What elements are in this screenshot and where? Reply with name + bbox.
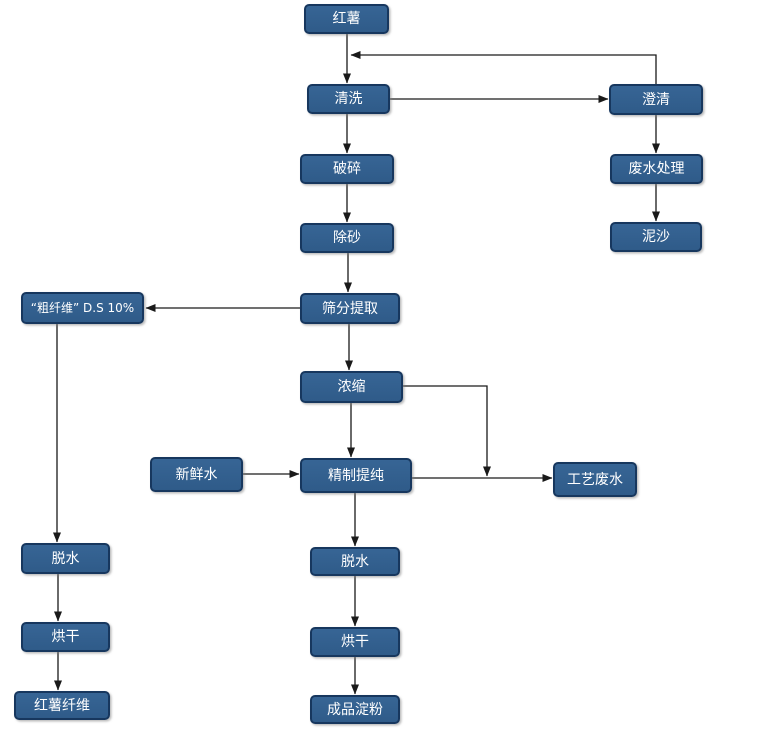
node-coarse-fiber: “粗纤维” D.S 10% bbox=[21, 292, 144, 324]
node-drying-starch: 烘干 bbox=[310, 627, 400, 657]
node-sediment: 泥沙 bbox=[610, 222, 702, 252]
node-dewatering-starch: 脱水 bbox=[310, 547, 400, 576]
node-refining-purification: 精制提纯 bbox=[300, 458, 412, 493]
node-sand-removal: 除砂 bbox=[300, 223, 394, 253]
node-fresh-water: 新鲜水 bbox=[150, 457, 243, 492]
edge-concentration-to-process-wastewater bbox=[403, 385, 491, 477]
node-wastewater-treatment: 废水处理 bbox=[610, 154, 703, 184]
node-washing: 清洗 bbox=[307, 84, 390, 114]
node-sweet-potato: 红薯 bbox=[304, 4, 389, 34]
node-clarifying: 澄清 bbox=[609, 84, 703, 115]
node-dewatering-fiber: 脱水 bbox=[21, 543, 110, 574]
node-concentration: 浓缩 bbox=[300, 371, 403, 403]
edge-clarifying-recycle-to-washing bbox=[350, 51, 657, 84]
node-finished-starch: 成品淀粉 bbox=[310, 695, 400, 724]
node-sweet-potato-fiber: 红薯纤维 bbox=[14, 691, 110, 720]
node-drying-fiber: 烘干 bbox=[21, 622, 110, 652]
node-sieving-extraction: 筛分提取 bbox=[300, 293, 400, 324]
node-process-wastewater: 工艺废水 bbox=[553, 462, 637, 497]
node-crushing: 破碎 bbox=[300, 154, 394, 184]
